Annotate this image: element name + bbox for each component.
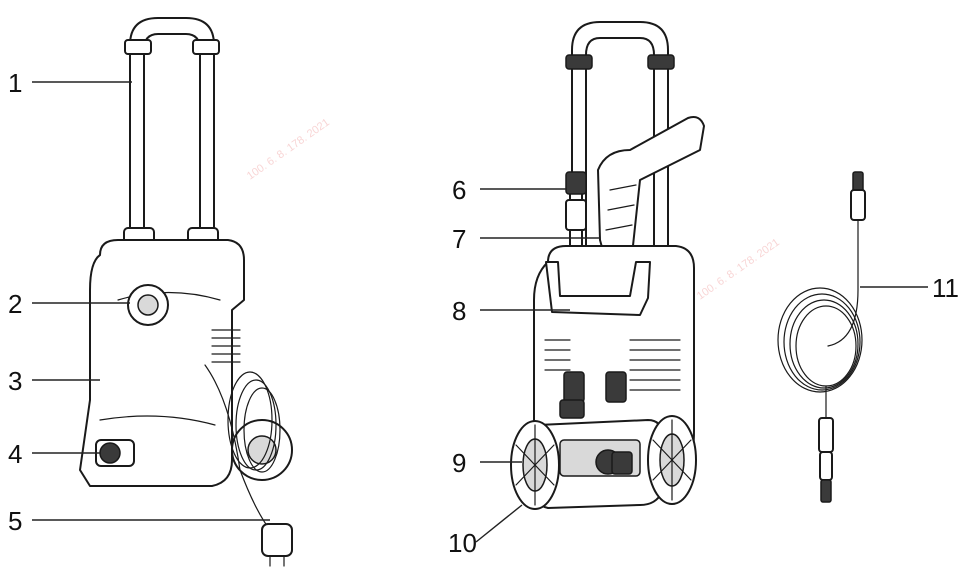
front-wheel-right <box>647 415 697 505</box>
gun-grip-ridges <box>605 184 637 231</box>
hose-run-top <box>827 219 859 347</box>
handle-grip-left <box>124 39 152 55</box>
handle-grip-right <box>192 39 220 55</box>
callout-11: 11 <box>932 273 959 303</box>
hose-end-bottom <box>820 479 832 503</box>
outlet-fitting <box>611 451 633 475</box>
cord-hook-center <box>137 294 159 316</box>
callout-7: 7 <box>452 224 466 254</box>
callout-10: 10 <box>448 528 477 558</box>
power-cord-coil <box>204 364 281 531</box>
high-pressure-hose <box>777 171 866 503</box>
leader-lines <box>32 81 928 543</box>
callout-1: 1 <box>8 68 22 98</box>
front-handle-grip-left <box>565 54 593 70</box>
lance-connector <box>565 199 587 231</box>
lance-tip <box>565 171 587 195</box>
hose-connector-left <box>563 371 585 403</box>
callout-9: 9 <box>452 448 466 478</box>
callout-numbers: 1 2 3 4 5 6 7 8 9 10 11 <box>8 68 959 558</box>
gun-holder <box>545 261 651 316</box>
rear-view-machine <box>79 17 293 567</box>
hose-fitting-top <box>850 189 866 221</box>
callout-8: 8 <box>452 296 466 326</box>
front-vents <box>544 339 681 391</box>
front-handle-grip-right <box>647 54 675 70</box>
callout-6: 6 <box>452 175 466 205</box>
rear-body <box>79 239 245 487</box>
rear-vents <box>211 329 241 363</box>
hose-fitting-bottom <box>818 417 834 453</box>
spray-gun <box>597 116 705 263</box>
hose-sleeve-bottom <box>819 451 833 481</box>
callout-2: 2 <box>8 289 22 319</box>
svg-text:100. 6. 8. 178. 2021: 100. 6. 8. 178. 2021 <box>245 116 332 182</box>
front-view-machine <box>510 21 705 510</box>
callout-3: 3 <box>8 366 22 396</box>
svg-text:100. 6. 8. 178. 2021: 100. 6. 8. 178. 2021 <box>695 236 782 302</box>
hose-connector-right <box>605 371 627 403</box>
water-inlet <box>99 442 121 464</box>
callout-4: 4 <box>8 439 22 469</box>
nozzle-storage <box>559 399 585 419</box>
front-wheel-left <box>510 420 560 510</box>
callout-5: 5 <box>8 506 22 536</box>
power-plug <box>261 523 293 557</box>
